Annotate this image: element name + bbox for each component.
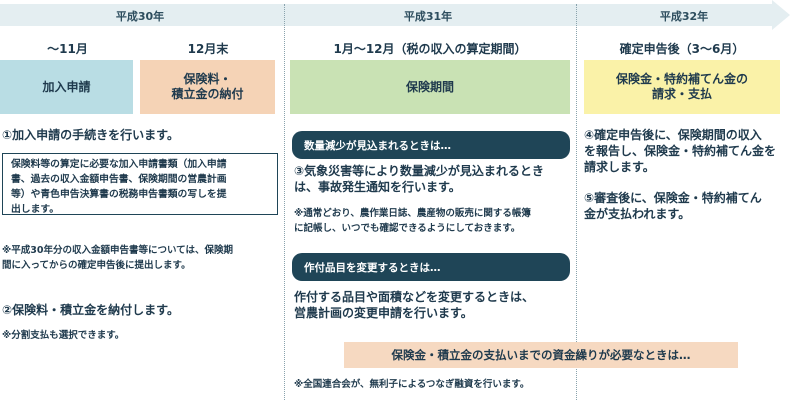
step1-footnote: ※平成30年分の収入金額申告書等については、保険期 間に入ってからの確定申告後に… <box>2 245 233 271</box>
stage-box-insurance-period: 保険期間 <box>290 60 570 114</box>
header-insurance-period: 1月〜12月（税の収入の算定期間） <box>333 42 527 56</box>
funding-footnote: ※全国連合会が、無利子によるつなぎ融資を行います。 <box>294 379 530 390</box>
step2-footnote: ※分割支払も選択できます。 <box>2 330 125 341</box>
stage-box-payment: 保険料・ 積立金の納付 <box>140 60 275 114</box>
step3-footnote: ※通常どおり、農作業日誌、農産物の販売に関する帳簿 に記帳し、いつでも確認できる… <box>294 208 531 234</box>
step3-text: ③気象災害等により数量減少が見込まれるとき は、事故発生通知を行います。 <box>294 164 544 194</box>
banner-funding: 保険金・積立金の支払いまでの資金繰りが必要なときは… <box>344 342 738 368</box>
timeline-arrow-head <box>772 0 790 30</box>
divider-h30-h31 <box>284 4 285 400</box>
step1-text: ①加入申請の手続きを行います。 <box>2 128 179 142</box>
year-label-h30: 平成30年 <box>115 10 165 23</box>
divider-h31-h32 <box>576 4 577 400</box>
banner-quantity-decrease: 数量減少が見込まれるときは… <box>292 131 570 159</box>
header-after-tax-return: 確定申告後（3〜6月） <box>619 42 745 56</box>
step4-text: ④確定申告後に、保険期間の収入 を報告し、保険金・特約補てん金を 請求します。 <box>584 128 777 174</box>
header-end-dec: 12月末 <box>187 42 229 56</box>
step2-text: ②保険料・積立金を納付します。 <box>2 303 179 317</box>
application-documents-box: 保険料等の算定に必要な加入申請書類（加入申請 書、過去の収入金額申告書、保険期間… <box>2 153 278 215</box>
banner-change-crops: 作付品目を変更するときは… <box>292 253 570 281</box>
year-label-h31: 平成31年 <box>403 10 453 23</box>
header-until-nov: 〜11月 <box>47 42 88 56</box>
change-crops-text: 作付する品目や面積などを変更するときは、 営農計画の変更申請を行います。 <box>294 290 535 320</box>
step5-text: ⑤審査後に、保険金・特約補てん 金が支払われます。 <box>584 191 762 221</box>
year-label-h32: 平成32年 <box>659 10 709 23</box>
timeline-arrow-bar <box>0 4 772 26</box>
stage-box-claim-payment: 保険金・特約補てん金の 請求・支払 <box>584 60 780 114</box>
stage-box-application: 加入申請 <box>0 60 133 114</box>
